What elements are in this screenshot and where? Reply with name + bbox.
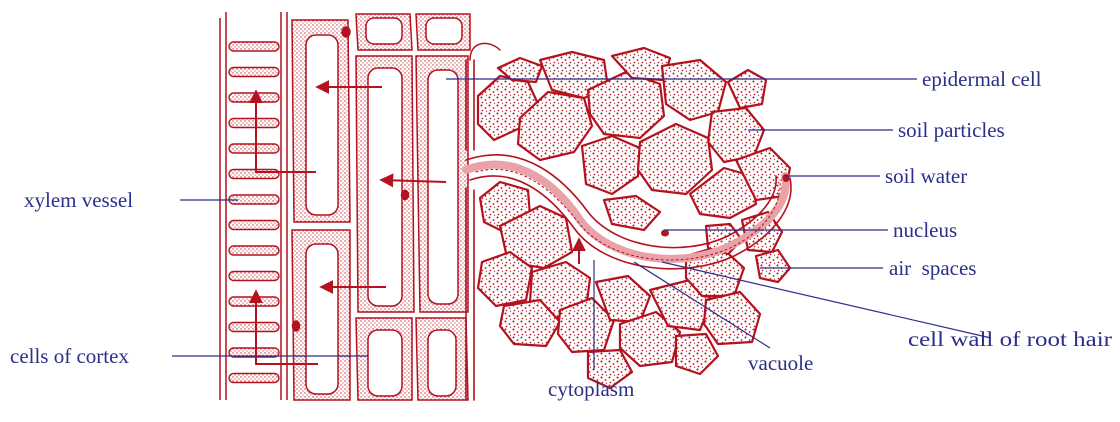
xylem-ring <box>229 272 279 281</box>
xylem-ring <box>229 42 279 51</box>
label-soil-water: soil water <box>885 164 967 188</box>
xylem-ring <box>229 68 279 77</box>
xylem-ring <box>229 119 279 128</box>
xylem-ring <box>229 246 279 255</box>
cortex-cells <box>292 14 470 400</box>
xylem-vessel <box>220 12 287 400</box>
label-cytoplasm: cytoplasm <box>548 377 634 401</box>
xylem-ring <box>229 374 279 383</box>
xylem-ring <box>229 93 279 102</box>
label-air-spaces: air spaces <box>889 256 976 280</box>
xylem-rings <box>229 42 279 383</box>
label-soil-particles: soil particles <box>898 118 1005 142</box>
label-cell-wall-of-root-hair: cell wall of root hair <box>908 327 1112 351</box>
soil-particles <box>478 48 790 388</box>
label-nucleus: nucleus <box>893 218 957 242</box>
xylem-ring <box>229 297 279 306</box>
label-vacuole: vacuole <box>748 351 813 375</box>
label-xylem-vessel: xylem vessel <box>24 188 133 212</box>
xylem-ring <box>229 144 279 153</box>
xylem-ring <box>229 221 279 230</box>
label-cells-of-cortex: cells of cortex <box>10 344 129 368</box>
label-epidermal-cell: epidermal cell <box>922 67 1042 91</box>
xylem-ring <box>229 170 279 179</box>
xylem-ring <box>229 323 279 332</box>
